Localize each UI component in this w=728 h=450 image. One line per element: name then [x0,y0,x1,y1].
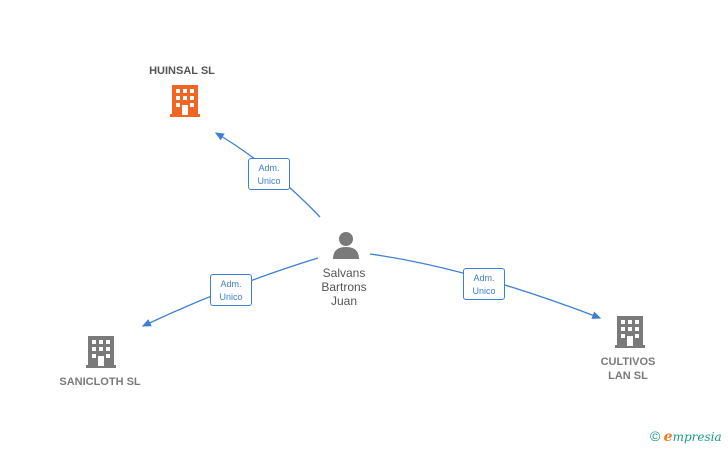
relation-label-huinsal: Adm. Unico [248,158,290,190]
person-name[interactable]: Salvans Bartrons Juan [321,266,367,308]
building-icon[interactable] [170,85,200,117]
copyright-symbol: © [650,428,661,444]
company-name-huinsal[interactable]: HUINSAL SL [149,65,215,77]
brand-logo-text: mpresia [672,430,722,444]
person-icon[interactable] [333,232,359,259]
relation-label-cultivos: Adm. Unico [463,268,505,300]
building-icon[interactable] [86,336,116,368]
brand-logo-initial: e [663,429,673,445]
relation-label-sanicloth: Adm. Unico [210,274,252,306]
brand-watermark: © empresia [650,428,722,445]
building-icon[interactable] [615,316,645,348]
company-name-sanicloth[interactable]: SANICLOTH SL [59,376,141,388]
company-name-cultivos[interactable]: CULTIVOS LAN SL [600,356,656,382]
